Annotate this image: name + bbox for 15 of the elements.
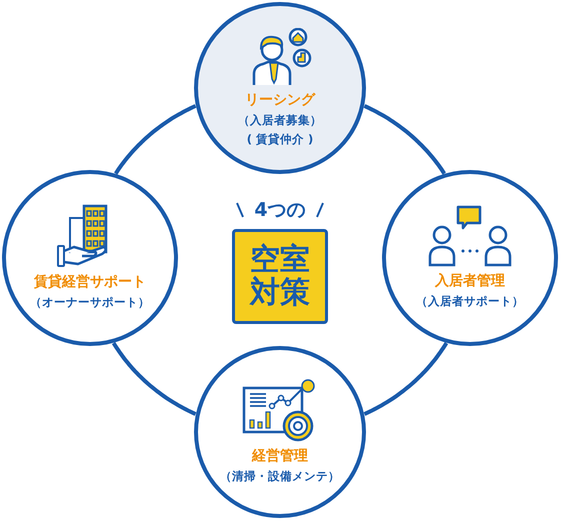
heading: 4つの [254,198,306,223]
service-subtitle: （入居者サポート） [416,293,524,310]
title-box: 空室対策 [232,228,328,324]
ring-connector [112,342,196,416]
service-title: リーシング [245,91,315,110]
service-title: 経営管理 [252,447,308,466]
ring-connector [114,104,196,175]
ring-connector [364,342,448,416]
service-title: 入居者管理 [435,272,505,292]
service-subtitle: （入居者募集） [238,112,322,130]
ring-connector [364,104,446,175]
service-subtitle: （オーナーサポート） [30,294,150,312]
service-subtitle: ( 賃貸仲介 ) [246,130,314,148]
service-subtitle: （清掃・設備メンテ） [220,468,340,486]
service-title: 賃貸経営サポート [34,272,146,292]
